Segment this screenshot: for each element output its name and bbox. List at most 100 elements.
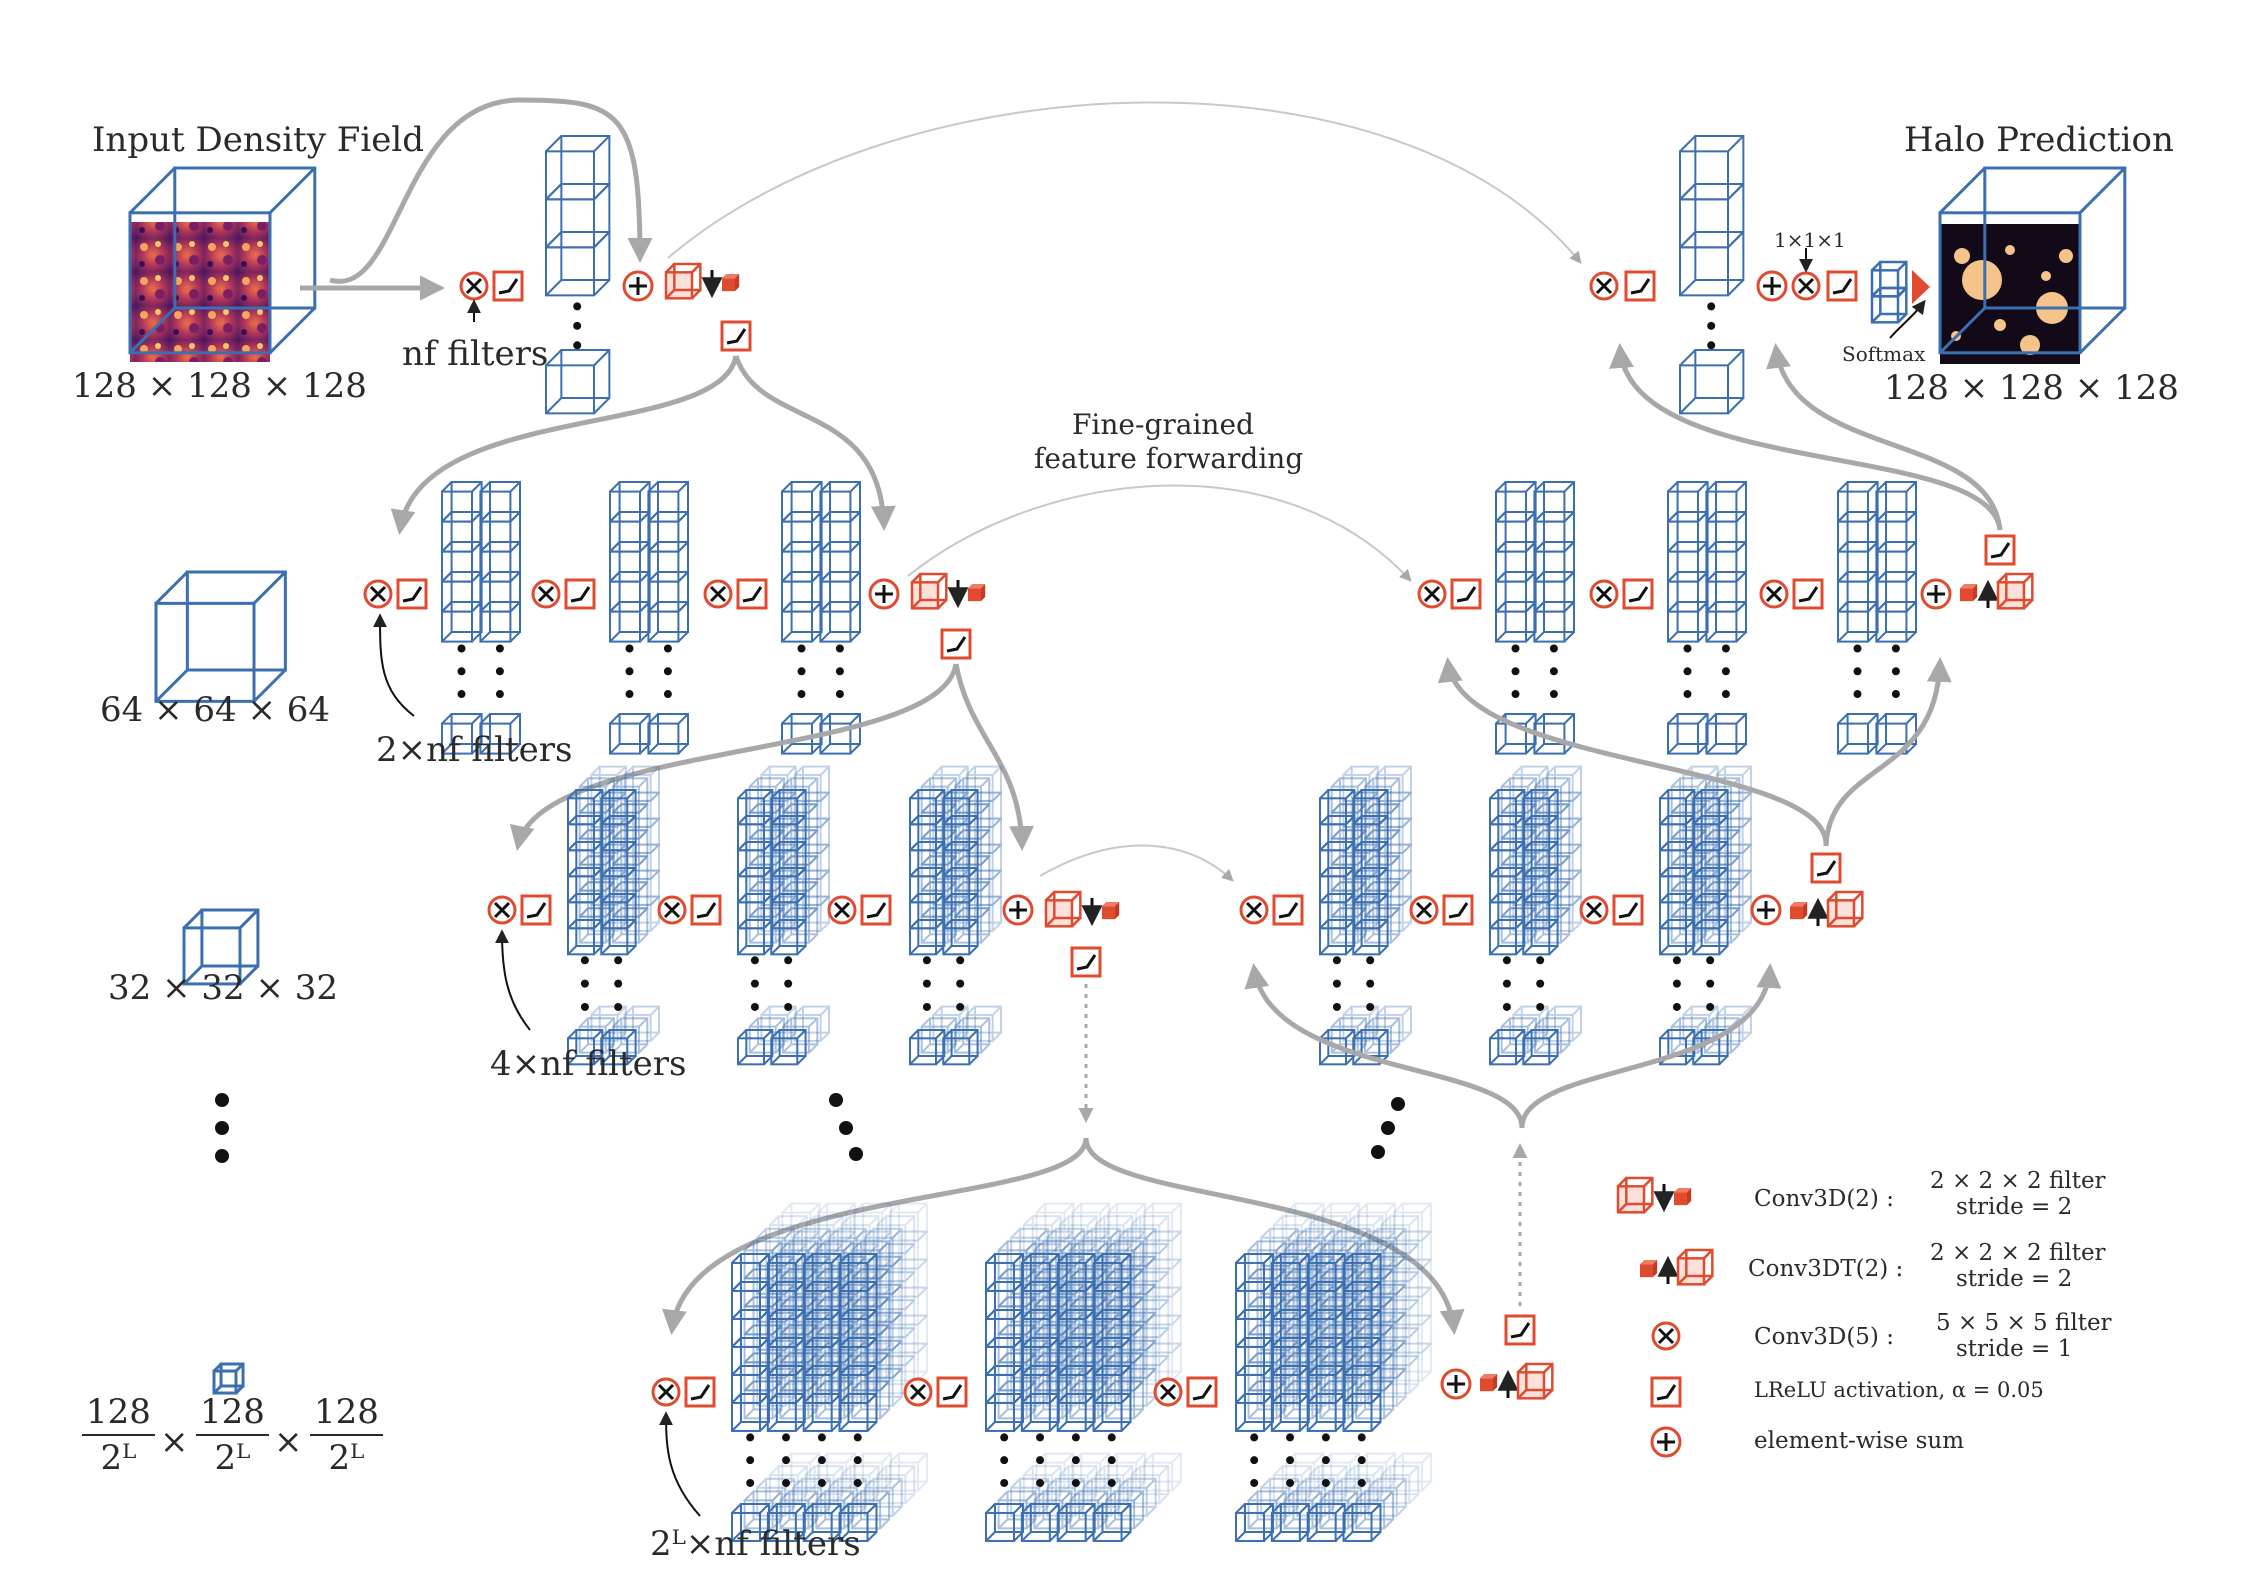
times-sign-2: × [274,1422,303,1462]
l3-enc-in-right [953,663,1035,851]
l2-up-to-l1-right [1766,343,2003,531]
halo-blob [2041,271,2051,281]
legend-lrelu-symbol [1650,1376,1682,1408]
l3-dec-conv5-1 [1239,895,1269,925]
l2-dec-stack-2 [1667,481,1747,755]
l1-enc-down-small [722,274,740,292]
bottom-conv5-3 [1153,1377,1183,1407]
l3-dec-sum [1750,894,1782,926]
bottom-stack-2 [985,1202,1182,1542]
l3-enc-down-lrelu [1070,946,1102,978]
l3-enc-down-big [1044,890,1082,928]
l2-filters-pointer [373,613,415,717]
input-title: Input Density Field [92,120,424,160]
l3-up-to-l2-left [1437,657,1829,847]
l3-enc-lrelu-2 [690,894,722,926]
l3-dec-stack-2 [1489,765,1582,1066]
l3-enc-down-small [1102,902,1120,920]
l3-dec-conv5-3 [1579,895,1609,925]
l3-forward-arrow [1039,844,1234,882]
l2-enc-lrelu-3 [736,578,768,610]
bottom-lrelu-2 [936,1376,968,1408]
legend-conv3d2-desc1: 2 × 2 × 2 filter [1930,1168,2106,1194]
legend-conv3dt2-desc2: stride = 2 [1956,1266,2073,1292]
l2-enc-down-lrelu [940,628,972,660]
l3-enc-stack-1 [567,765,660,1066]
l1-enc-down-big [664,262,702,300]
l1-skip-arrow [329,97,653,284]
l1-dec-small-stack [1870,260,1908,324]
l1-dec-lrelu2 [1826,270,1858,302]
l1-enc-lrelu [492,270,524,302]
one-by-one-label: 1×1×1 [1774,228,1846,252]
level3-filters-label: 4×nf filters [490,1044,687,1084]
halo-blob [1994,319,2006,331]
l2-dec-stack-1 [1495,481,1575,755]
l3-dec-up-lrelu [1810,852,1842,884]
bottom-volume-cube [212,1362,245,1395]
legend-conv3d5-name: Conv3D(5) : [1754,1324,1894,1350]
l2-up-to-l1-left [1609,343,2003,531]
l2-enc-stack-2 [609,481,689,755]
l3-dec-lrelu-2 [1442,894,1474,926]
l3-enc-in-left [509,663,959,851]
softmax-arrow [1912,270,1930,304]
l2-enc-down-small [968,584,986,602]
legend-conv3d2-desc2: stride = 2 [1956,1194,2073,1220]
l3-up-to-l2-right [1823,657,1952,847]
times-sign-1: × [160,1422,189,1462]
l3-enc-conv5-1 [487,895,517,925]
bottom-up-small [1480,1374,1498,1392]
decoder-ellipsis [1371,1097,1405,1159]
l3-enc-stack-2 [737,765,830,1066]
l2-enc-sum [868,578,900,610]
bottom-up-big [1516,1362,1554,1400]
l1-enc-stack [545,135,611,415]
legend-conv3d2-name: Conv3D(2) : [1754,1186,1894,1212]
bottom-conv5-1 [651,1377,681,1407]
forwarding-label-line2: feature forwarding [1034,442,1304,475]
l3-dec-stack-1 [1319,765,1412,1066]
encoder-ellipsis [829,1093,863,1161]
legend-conv3dt2-desc1: 2 × 2 × 2 filter [1930,1240,2106,1266]
bottom-sum [1440,1368,1472,1400]
level3-volume-cube [182,908,260,986]
l1-enc-conv5 [459,271,489,301]
bottom-lrelu-3 [1186,1376,1218,1408]
l1-dec-lrelu [1624,270,1656,302]
l3-dec-in-right [1519,963,1782,1129]
legend-conv3d5-desc2: stride = 1 [1956,1336,2073,1362]
legend-conv3dt2-symbol-small [1640,1260,1658,1278]
bottom-stack-3 [1235,1202,1432,1542]
l1-dec-conv1 [1791,271,1821,301]
l1-enc-down-lrelu [720,320,752,352]
l2-enc-conv5-2 [531,579,561,609]
l2-enc-lrelu-2 [564,578,596,610]
l3-enc-lrelu-1 [520,894,552,926]
l3-enc-conv5-2 [657,895,687,925]
l3-dec-lrelu-3 [1612,894,1644,926]
bottom-filters-label: 2ᴸ×nf filters [650,1524,861,1564]
level3-size-label: 32 × 32 × 32 [108,968,338,1008]
output-size-label: 128 × 128 × 128 [1884,368,2179,408]
softmax-pointer [1889,299,1926,339]
l1-dec-sum [1756,270,1788,302]
l3-dec-up-big [1826,890,1864,928]
legend-conv3d5-desc1: 5 × 5 × 5 filter [1936,1310,2112,1336]
l2-enc-conv5-3 [703,579,733,609]
l2-enc-down-big [910,572,948,610]
l2-dec-conv5-2 [1589,579,1619,609]
bottom-in-right [1083,1137,1465,1335]
halo-blob [1962,260,2002,300]
l2-enc-stack-1 [441,481,521,755]
halo-blob [2005,245,2015,255]
l2-forward-arrow [907,484,1412,582]
bottom-conv5-2 [903,1377,933,1407]
halo-blob [1954,248,1970,264]
l3-dec-stack-3 [1659,765,1752,1066]
level2-volume-cube [154,570,287,703]
bottom-in-left [662,1137,1089,1335]
l3-dec-in-left [1244,963,1525,1129]
